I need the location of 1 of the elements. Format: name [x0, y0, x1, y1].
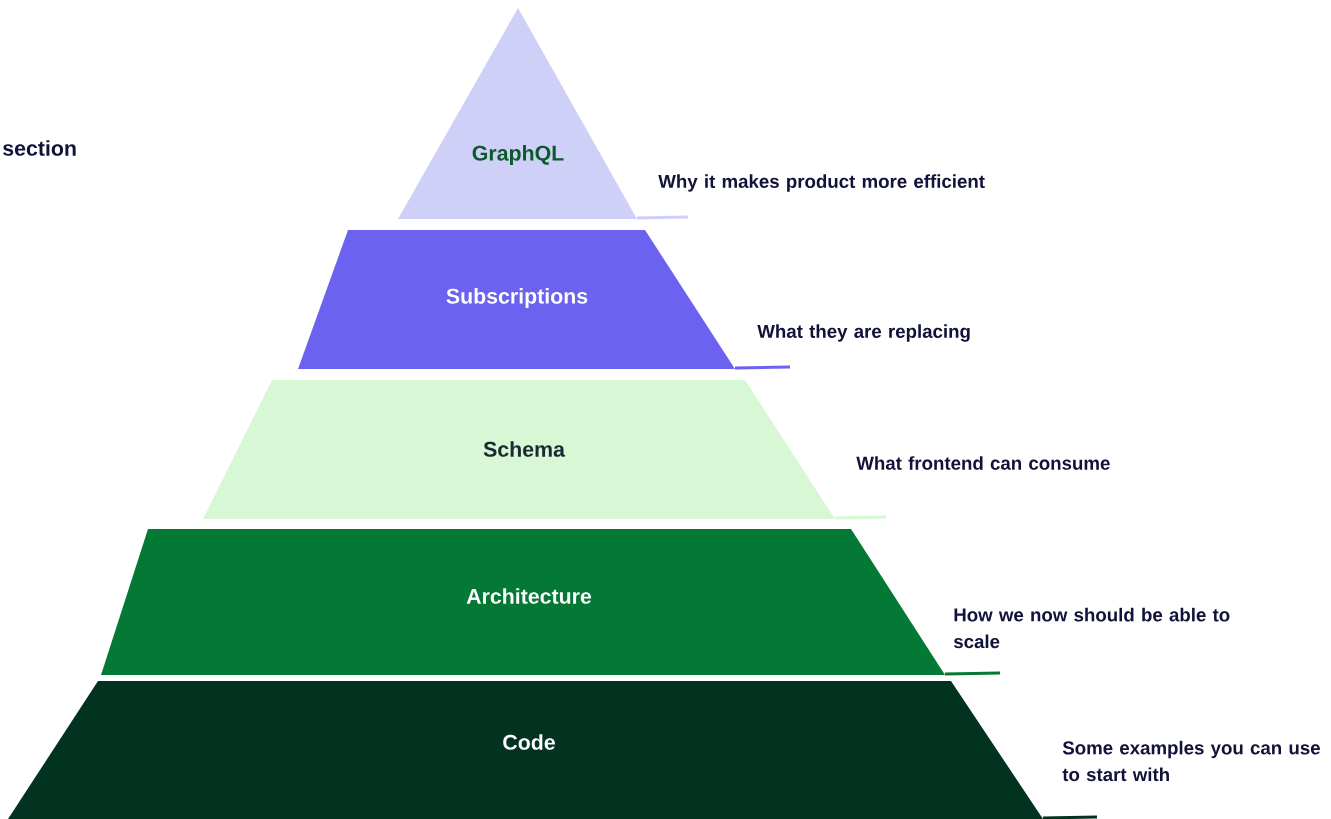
section-label: section: [3, 140, 76, 156]
